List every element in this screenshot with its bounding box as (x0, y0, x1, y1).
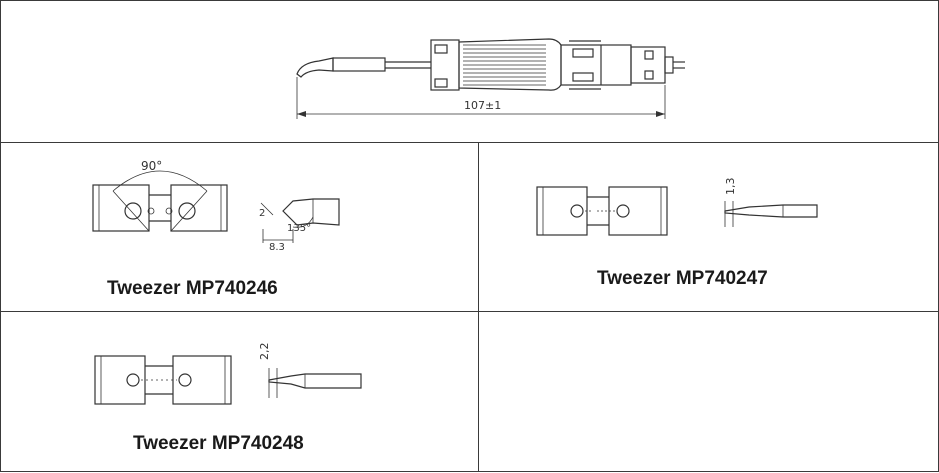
tip-width-label: 1,3 (724, 178, 737, 196)
angle-label: 90° (141, 159, 162, 173)
handpiece-drawing: 107±1 (296, 38, 685, 119)
tweezer-caption: Tweezer MP740246 (107, 278, 278, 299)
tweezer-caption: Tweezer MP740248 (133, 433, 304, 454)
empty-cell (478, 311, 939, 472)
tweezer-cell-mp740248: 2,2 Tweezer MP740248 (0, 311, 479, 472)
length-dimension: 107±1 (464, 99, 501, 112)
tweezer-drawing-mp740246: 90° 2 135° 8.3 (92, 159, 340, 253)
dim-b: 135° (287, 223, 311, 234)
dim-c: 8.3 (269, 242, 285, 253)
tweezer-drawing-mp740248: 2,2 (94, 343, 362, 405)
grip-ribs (463, 44, 546, 86)
tweezer-drawing-mp740247: 1,3 (536, 178, 818, 236)
tip-width-label: 2,2 (258, 343, 271, 361)
tweezer-cell-mp740247: 1,3 Tweezer MP740247 (478, 142, 939, 312)
dim-a: 2 (259, 208, 265, 219)
tweezer-cell-mp740246: 90° 2 135° 8.3 Tweezer MP740246 (0, 142, 479, 312)
tweezer-caption: Tweezer MP740247 (597, 268, 768, 289)
overview-cell: 107±1 (0, 0, 939, 143)
